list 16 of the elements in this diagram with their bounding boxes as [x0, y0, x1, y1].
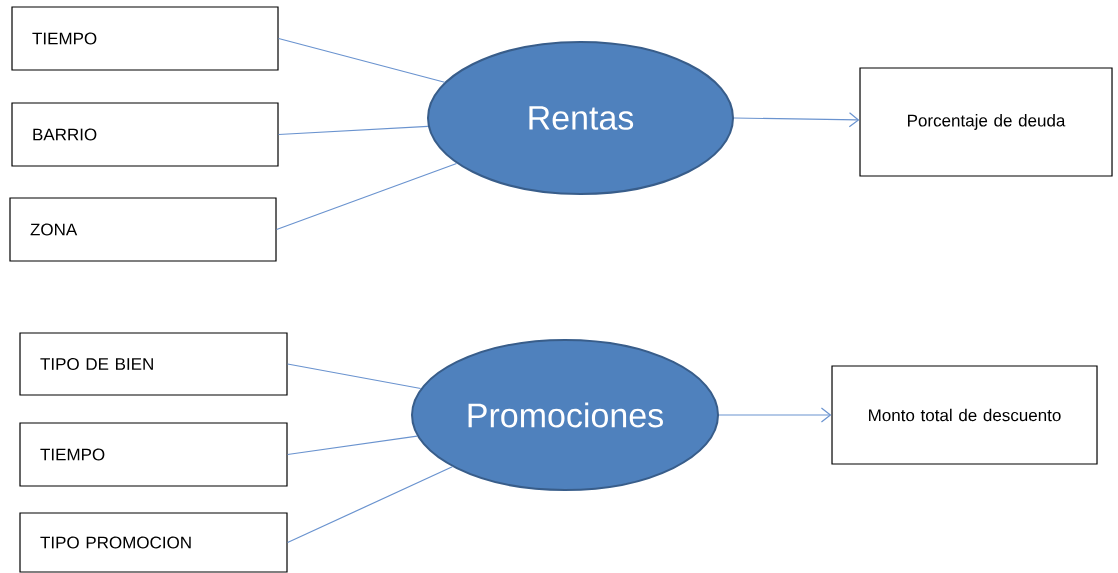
input-box: TIPO PROMOCION [19, 512, 288, 573]
connector-line [287, 363, 422, 390]
arrow [733, 112, 860, 128]
connector-line [276, 162, 458, 231]
output-box: Porcentaje de deuda [859, 67, 1113, 177]
connector-line [287, 466, 453, 544]
connector-line [278, 125, 429, 136]
arrow [718, 407, 832, 423]
connector-line [287, 435, 418, 456]
output-box: Monto total de descuento [831, 365, 1098, 465]
input-box: TIPO DE BIEN [19, 332, 288, 396]
input-box: ZONA [9, 197, 277, 262]
connector-line [278, 37, 446, 83]
input-box: TIEMPO [11, 6, 279, 71]
input-box: BARRIO [11, 102, 279, 167]
input-box: TIEMPO [19, 422, 288, 487]
